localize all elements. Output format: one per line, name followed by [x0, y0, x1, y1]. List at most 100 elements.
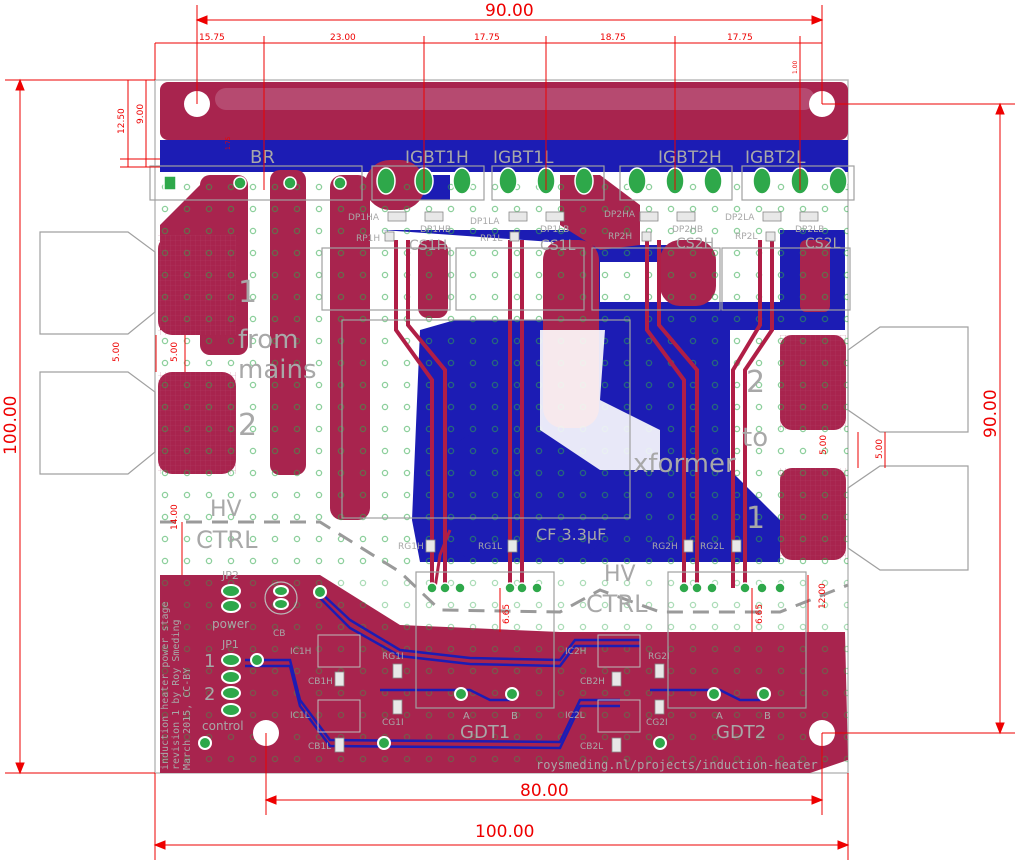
label-rg2l: RG2L: [700, 542, 724, 552]
label-dp1hb: DP1HB: [420, 225, 451, 235]
label-gdt2-b: B: [764, 711, 771, 722]
dim-bottom-inner: 80.00: [520, 781, 569, 801]
label-jp1-1: 1: [204, 651, 215, 672]
label-gdt1: GDT1: [460, 722, 510, 743]
label-ic2h: IC2H: [565, 647, 586, 657]
label-jp1: JP1: [221, 638, 239, 651]
dim-right-overall: 90.00: [981, 389, 1001, 438]
gate-traces: [394, 240, 774, 589]
label-cb1h: CB1H: [308, 677, 333, 687]
silkscreen-outlines: [39, 165, 969, 709]
silkscreen-text: BR IGBT1H IGBT1L IGBT2H IGBT2L DP1HA DP1…: [160, 147, 841, 772]
dim-pad-gap-left-b: 5.00: [170, 342, 180, 362]
label-gdt2-a: A: [716, 711, 723, 722]
dim-seg-4: 18.75: [600, 33, 626, 43]
dim-pad-gap-right-b: 5.00: [875, 439, 885, 459]
dim-left-overall: 100.00: [1, 396, 21, 455]
label-cs1h: CS1H: [409, 238, 447, 254]
label-dp2hb: DP2HB: [672, 225, 703, 235]
label-gdt1-b: B: [511, 711, 518, 722]
credits-line-2: revision 1 by Roy Smeding: [171, 619, 182, 770]
label-dp2ha: DP2HA: [604, 210, 636, 220]
label-cg1i: CG1I: [382, 718, 404, 728]
label-cb2l: CB2L: [580, 742, 603, 752]
label-xformer-1: 1: [746, 501, 765, 536]
label-rp1l: RP1L: [480, 234, 502, 244]
label-rg1i: RG1I: [382, 652, 404, 662]
pad-grid-3: [780, 335, 846, 430]
label-xformer: xformer: [633, 449, 736, 479]
label-rg2i: RG2I: [648, 652, 670, 662]
label-gdt1-a: A: [463, 711, 470, 722]
dim-ctrl-height-b: 12.00: [818, 583, 828, 609]
label-cb1l: CB1L: [308, 742, 331, 752]
label-igbt1l: IGBT1L: [493, 148, 554, 168]
label-dp1lb: DP1LB: [540, 225, 569, 235]
dim-seg-3: 17.75: [474, 33, 500, 43]
label-gdt2: GDT2: [716, 722, 766, 743]
label-rg1l: RG1L: [478, 542, 502, 552]
label-jp2: JP2: [221, 569, 239, 582]
dim-left-small-b: 9.00: [136, 104, 146, 124]
dim-ctrl-height: 14.00: [170, 504, 180, 530]
dimension-text: 90.00 15.75 23.00 17.75 18.75 17.75 1.00…: [1, 1, 1001, 842]
label-rp2l: RP2L: [735, 232, 757, 242]
smd-components: [384, 211, 819, 553]
label-ic1l: IC1L: [290, 711, 310, 721]
label-cs1l: CS1L: [540, 238, 576, 254]
label-br: BR: [250, 147, 275, 168]
pad-grid-2: [158, 372, 236, 474]
label-rg1h: RG1H: [398, 542, 424, 552]
label-dp2lb: DP2LB: [795, 225, 824, 235]
dim-pad-gap-left-a: 5.00: [112, 342, 122, 362]
dim-top-small: 1.00: [792, 60, 799, 74]
label-xformer-2: 2: [746, 365, 765, 400]
label-dp2la: DP2LA: [725, 213, 755, 223]
label-rg2h: RG2H: [652, 542, 678, 552]
label-dp1la: DP1LA: [470, 217, 500, 227]
label-mains-2: 2: [238, 408, 257, 443]
label-power: power: [212, 617, 249, 631]
label-ctrl-left: CTRL: [196, 526, 258, 554]
dim-bottom-overall: 100.00: [475, 822, 534, 842]
label-hv-left: HV: [210, 497, 242, 522]
dim-top-overall: 90.00: [485, 1, 534, 21]
dim-seg-2: 23.00: [330, 33, 356, 43]
label-rp1h: RP1H: [356, 234, 380, 244]
credits-line-3: March 2015, CC-BY: [182, 668, 193, 770]
label-control: control: [202, 719, 244, 733]
dim-pad-gap-right: 5.00: [819, 435, 829, 455]
label-ctrl-right: CTRL: [586, 590, 648, 618]
ctrl-components: [198, 581, 786, 753]
label-url: roysmeding.nl/projects/induction-heater: [536, 758, 818, 772]
dimension-lines: [5, 5, 1015, 860]
dim-seg-5: 17.75: [727, 33, 753, 43]
label-ic2l: IC2L: [565, 711, 585, 721]
ctrl-traces: [245, 591, 760, 750]
label-dp1ha: DP1HA: [348, 213, 380, 223]
dim-gdt-gap-b: 6.65: [755, 604, 765, 624]
label-jp1-2: 2: [204, 684, 215, 705]
pad-grid-1: [158, 235, 236, 335]
credits-line-1: induction heater power stage: [160, 601, 171, 770]
dim-gdt-gap-a: 6.65: [502, 604, 512, 624]
hv-ctrl-divider: [160, 520, 849, 614]
label-rp2h: RP2H: [608, 232, 632, 242]
label-cg2i: CG2I: [646, 718, 668, 728]
label-cf: CF 3.3µF: [536, 525, 606, 544]
label-mains: mains: [238, 355, 317, 385]
dim-left-small-c: 1.75: [225, 136, 232, 150]
label-igbt2l: IGBT2L: [745, 148, 806, 168]
label-cs2l: CS2L: [805, 236, 841, 252]
label-mains-1: 1: [238, 275, 257, 310]
label-to: to: [742, 423, 768, 453]
dim-seg-1: 15.75: [199, 33, 225, 43]
label-igbt1h: IGBT1H: [405, 148, 469, 168]
label-cb2h: CB2H: [580, 677, 605, 687]
label-cb: CB: [273, 629, 285, 639]
label-cs2h: CS2H: [676, 236, 714, 252]
pad-grid-4: [780, 468, 846, 560]
label-from: from: [238, 325, 299, 355]
label-igbt2h: IGBT2H: [658, 148, 722, 168]
